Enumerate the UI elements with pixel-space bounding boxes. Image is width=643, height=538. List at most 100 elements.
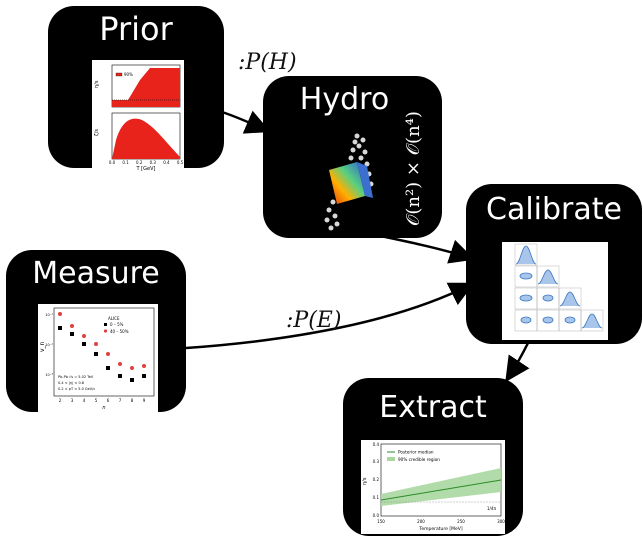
prior-x-ticks: 0.0 0.1 0.2 0.3 0.4 0.5 xyxy=(109,160,184,165)
extract-credible-band xyxy=(381,468,501,506)
extract-y-tick: 0.4 xyxy=(373,442,380,447)
arrow-calibrate-to-extract xyxy=(505,342,530,383)
corner-joint xyxy=(564,316,576,324)
measure-legend-marker-peripheral xyxy=(103,329,108,333)
measure-axes xyxy=(53,307,155,397)
prior-top-ylabel: η/s xyxy=(94,80,100,88)
measure-legend-marker-central xyxy=(104,323,107,326)
measure-legend-item: 40 – 50% xyxy=(110,329,129,334)
measure-x-tick: 4 xyxy=(83,398,86,403)
arrow-measure-to-calibrate xyxy=(185,282,475,350)
hydro-particles xyxy=(324,133,374,231)
extract-plot-svg: η/s 0.0 0.1 0.2 0.3 0.4 1/4π Posterior m… xyxy=(362,442,505,532)
prior-x-tick: 0.5 xyxy=(177,160,184,165)
measure-x-tick: 9 xyxy=(143,398,146,403)
edge-label-prior-hydro: :P(H) xyxy=(238,50,297,75)
extract-y-tick: 0.2 xyxy=(373,477,380,482)
measure-annotation-line: 0.4 < |η| < 0.8 xyxy=(58,381,84,385)
extract-legend-item: Posterior median xyxy=(398,450,434,455)
extract-median-line xyxy=(380,479,502,501)
extract-x-tick: 200 xyxy=(417,519,425,524)
measure-central-points xyxy=(58,326,146,382)
extract-y-tick: 0.1 xyxy=(373,495,380,500)
extract-x-ticks: 150 200 250 300 xyxy=(377,519,505,524)
hydro-fireball-side xyxy=(357,162,373,198)
extract-y-tick: 0.3 xyxy=(373,459,380,464)
measure-plot-svg: v_n 10⁻¹ 10⁻² 10⁻³ ALICE 0 – 5% 40 – 50% xyxy=(39,307,155,411)
extract-xlabel: Temperature [MeV] xyxy=(418,526,462,532)
measure-y-tick: 10⁻³ xyxy=(45,373,53,377)
measure-x-tick: 5 xyxy=(95,398,98,403)
node-prior: Prior η/s 90% ζ/s 0.0 0.1 0.2 0.3 0.4 0.… xyxy=(48,6,224,172)
corner-joint xyxy=(542,316,554,324)
measure-x-ticks: 2 3 4 5 6 7 8 9 xyxy=(59,398,146,403)
measure-legend-title: ALICE xyxy=(108,316,120,321)
node-title: Calibrate xyxy=(486,192,622,227)
measure-peripheral-points xyxy=(58,312,146,370)
node-title: Hydro xyxy=(299,82,390,117)
measure-y-ticks: 10⁻¹ 10⁻² 10⁻³ xyxy=(45,313,53,377)
hydro-complexity: 𝒪(n²) × 𝒪(n⁴) xyxy=(403,111,424,226)
prior-x-tick: 0.1 xyxy=(122,160,129,165)
node-calibrate: Calibrate xyxy=(466,184,642,344)
corner-marginal xyxy=(581,313,603,329)
prior-bottom-ylabel: ζ/s xyxy=(94,129,100,136)
measure-annotation-line: Pb-Pb √s = 5.02 TeV xyxy=(58,375,94,379)
extract-x-tick: 300 xyxy=(497,519,505,524)
measure-ylabel: v_n xyxy=(39,341,46,352)
prior-plot: η/s 90% ζ/s 0.0 0.1 0.2 0.3 0.4 0.5 T [G… xyxy=(92,60,184,172)
prior-x-tick: 0.0 xyxy=(109,160,116,165)
measure-x-tick: 8 xyxy=(131,398,134,403)
node-measure: Measure v_n 10⁻¹ 10⁻² 10⁻³ ALICE 0 – 5% … xyxy=(6,250,186,412)
extract-y-ticks: 0.0 0.1 0.2 0.3 0.4 xyxy=(373,442,380,518)
hydro-visual xyxy=(324,133,374,231)
node-title: Prior xyxy=(99,10,173,48)
measure-annotation: Pb-Pb √s = 5.02 TeV 0.4 < |η| < 0.8 0.2 … xyxy=(58,375,95,391)
measure-xlabel: n xyxy=(102,405,105,411)
arrow-prior-to-hydro xyxy=(221,110,271,134)
prior-top-band xyxy=(112,68,180,107)
extract-x-tick: 150 xyxy=(377,519,385,524)
extract-ylabel: η/s xyxy=(362,477,368,485)
measure-y-tick: 10⁻¹ xyxy=(45,313,53,317)
corner-joint xyxy=(542,294,554,302)
corner-joint xyxy=(520,316,532,324)
corner-marginal xyxy=(537,269,559,285)
measure-x-tick: 2 xyxy=(59,398,62,403)
prior-legend-label: 90% xyxy=(124,72,133,77)
corner-marginal xyxy=(515,245,537,265)
corner-marginal xyxy=(559,291,581,307)
prior-plot-svg: η/s 90% ζ/s 0.0 0.1 0.2 0.3 0.4 0.5 T [G… xyxy=(94,64,184,172)
measure-y-tick: 10⁻² xyxy=(45,343,53,347)
hydro-fireball xyxy=(329,162,365,204)
corner-plot-svg xyxy=(514,243,604,332)
extract-legend-item: 90% credible region xyxy=(398,457,440,462)
corner-joint xyxy=(519,272,533,280)
measure-plot: v_n 10⁻¹ 10⁻² 10⁻³ ALICE 0 – 5% 40 – 50% xyxy=(38,304,158,412)
node-extract: Extract η/s 0.0 0.1 0.2 0.3 0.4 1/4π Pos… xyxy=(343,378,523,536)
prior-x-tick: 0.4 xyxy=(163,160,170,165)
calibrate-corner-plot xyxy=(502,242,608,340)
corner-cell xyxy=(558,287,582,310)
node-title: Measure xyxy=(32,256,160,291)
node-title: Extract xyxy=(379,390,487,425)
prior-xlabel: T [GeV] xyxy=(136,166,156,172)
measure-annotation-line: 0.2 < pT < 5.0 GeV/c xyxy=(58,387,95,391)
extract-y-tick: 0.0 xyxy=(373,513,380,518)
measure-x-tick: 3 xyxy=(71,398,74,403)
prior-bottom-band xyxy=(112,118,180,159)
node-hydro: Hydro 𝒪(n²) × 𝒪(n⁴) xyxy=(263,76,442,238)
prior-x-tick: 0.2 xyxy=(136,160,143,165)
extract-plot: η/s 0.0 0.1 0.2 0.3 0.4 1/4π Posterior m… xyxy=(361,440,505,534)
corner-cell xyxy=(514,243,538,266)
prior-x-tick: 0.3 xyxy=(150,160,157,165)
extract-legend-swatch xyxy=(387,457,395,461)
edge-label-measure-calibrate: :P(E) xyxy=(286,308,342,333)
extract-x-tick: 250 xyxy=(457,519,465,524)
extract-kss-label: 1/4π xyxy=(487,506,496,511)
corner-cell xyxy=(580,309,604,332)
measure-x-tick: 7 xyxy=(119,398,122,403)
measure-x-tick: 6 xyxy=(107,398,110,403)
measure-legend-item: 0 – 5% xyxy=(110,322,124,327)
prior-legend-swatch xyxy=(115,72,123,77)
